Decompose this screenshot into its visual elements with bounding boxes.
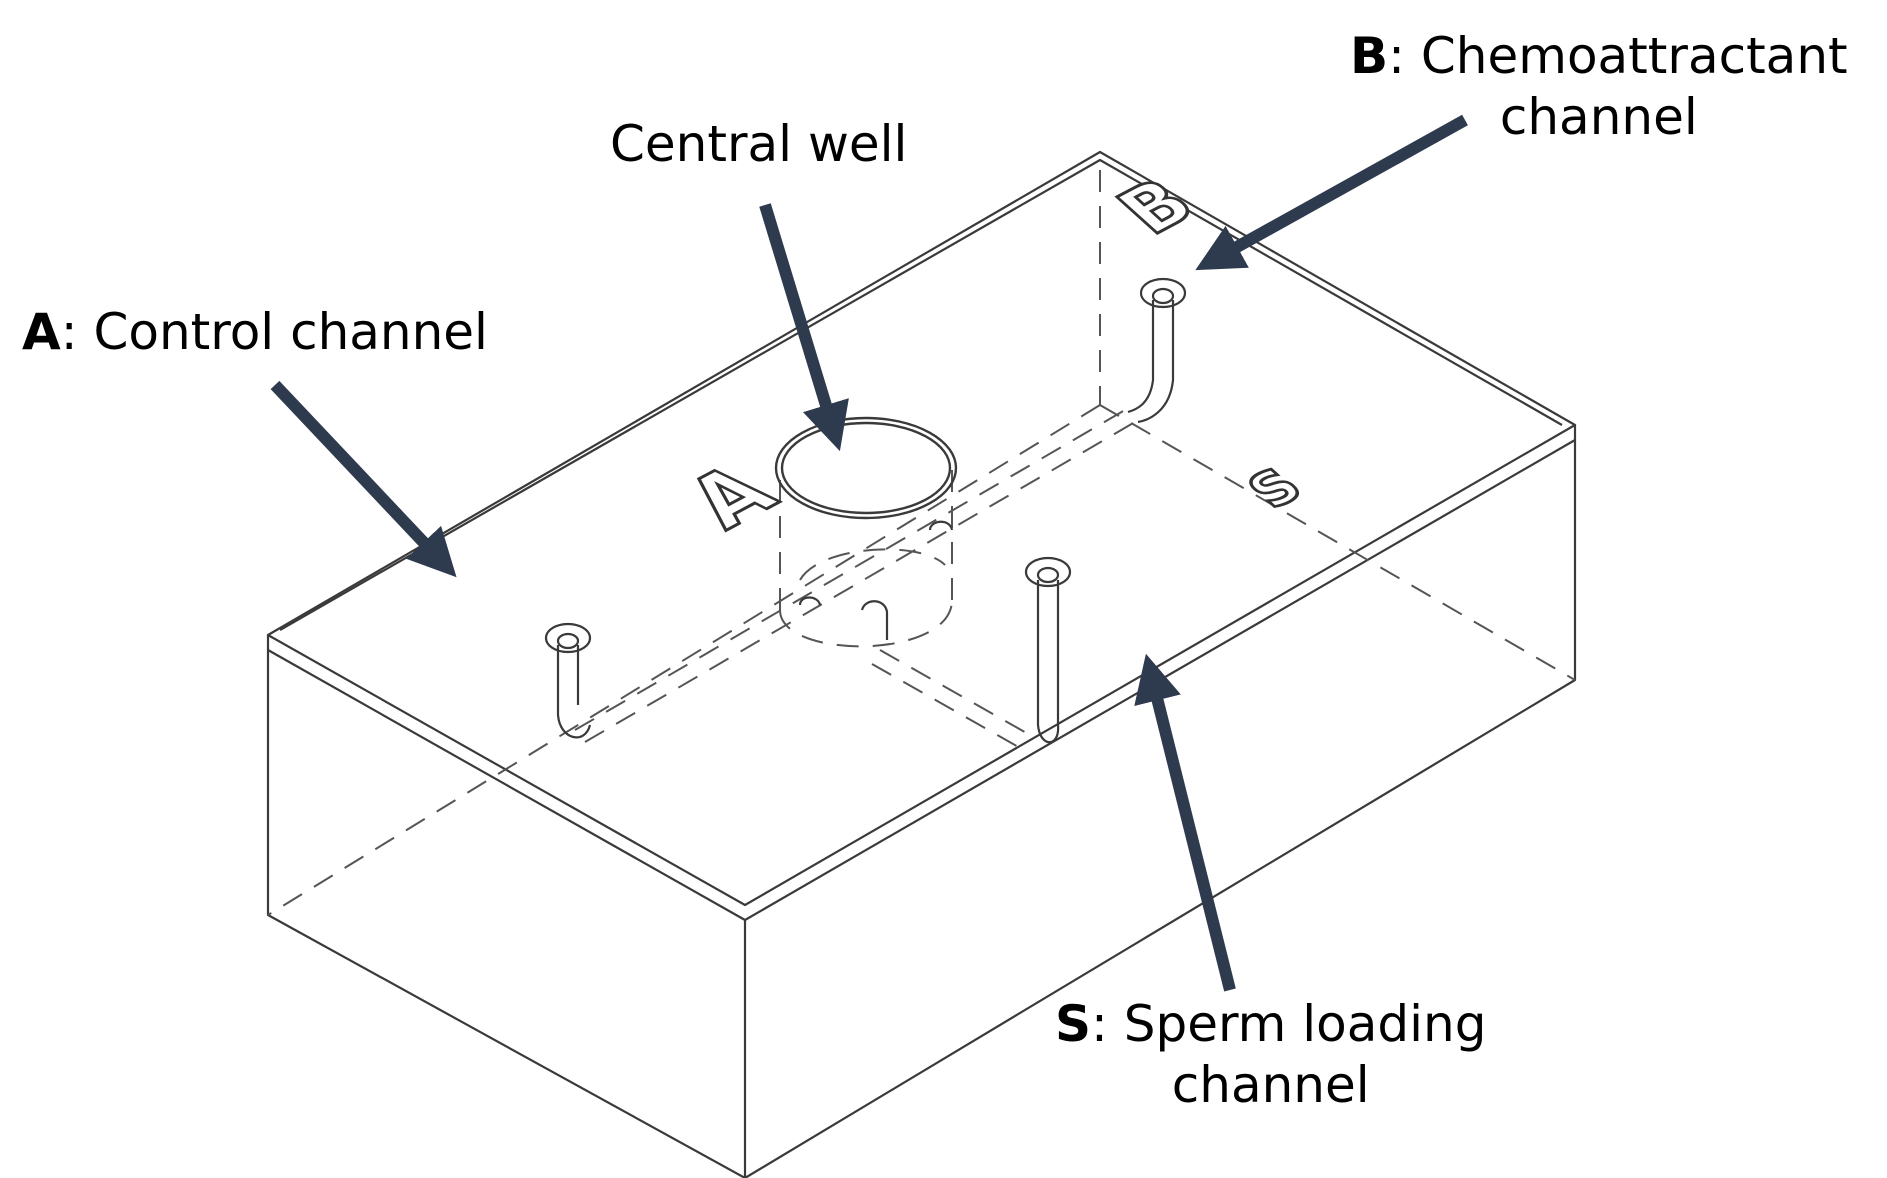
port-b [1127, 277, 1187, 424]
engraving-s: S [1234, 458, 1315, 519]
channel-stub-1 [928, 520, 954, 531]
label-chemo-key: B [1350, 27, 1389, 85]
channel-stub-2 [798, 596, 822, 606]
channel-stub-3 [860, 600, 889, 640]
label-chemoattractant-channel: B: Chemoattractant channel [1350, 27, 1848, 146]
label-sperm-loading-channel: S: Sperm loading channel [1055, 995, 1487, 1114]
channel-s [879, 649, 1031, 736]
label-sperm-key: S [1055, 995, 1092, 1053]
hidden-edges [267, 170, 1576, 916]
arrow-control-channel [270, 380, 457, 578]
arrow-central-well [759, 203, 849, 452]
central-well [774, 416, 958, 520]
arrow-chemoattractant-channel [1195, 114, 1468, 271]
label-control-text: Control channel [93, 303, 488, 361]
chip-base-left-wall [266, 650, 746, 1178]
port-s [1024, 556, 1072, 744]
label-central-well: Central well [610, 115, 908, 173]
arrow-sperm-loading-channel [1134, 653, 1236, 992]
label-control-channel: A: Control channel [22, 303, 488, 361]
central-well-bottom [779, 599, 953, 648]
label-control-key: A [22, 303, 61, 361]
port-a [544, 622, 592, 739]
